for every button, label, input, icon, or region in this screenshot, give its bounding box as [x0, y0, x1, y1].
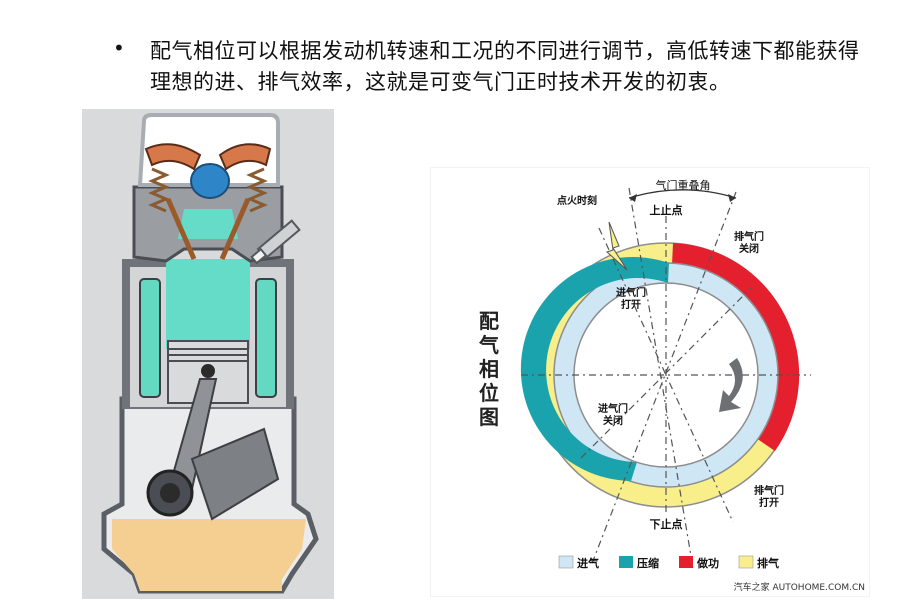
label-intake-close-2: 关闭 — [603, 414, 623, 427]
legend-label: 进气 — [577, 556, 599, 570]
legend-swatch-exhaust — [738, 555, 754, 569]
diagram-vertical-title: 配 气 相 位 图 — [478, 309, 499, 429]
bullet-point: • — [113, 36, 125, 60]
title-char: 图 — [479, 405, 499, 429]
legend-swatch-intake — [558, 555, 574, 569]
label-exhaust-close-2: 关闭 — [739, 242, 759, 255]
slide-text: 配气相位可以根据发动机转速和工况的不同进行调节，高低转速下都能获得理想的进、排气… — [150, 39, 860, 94]
label-exhaust-close: 排气门 — [734, 230, 764, 243]
label-intake-close: 进气门 — [598, 402, 628, 415]
label-exhaust-open-2: 打开 — [759, 496, 779, 509]
title-char: 相 — [479, 357, 499, 381]
label-tdc: 上止点 — [650, 203, 683, 217]
legend-swatch-power — [679, 556, 693, 568]
label-ignition: 点火时刻 — [557, 194, 597, 207]
legend-swatch-compression — [619, 556, 633, 568]
overlap-angle-arc — [628, 189, 737, 199]
title-char: 配 — [479, 309, 499, 333]
ignition-bolt-icon — [606, 221, 628, 271]
rotation-arrow-icon — [719, 358, 743, 412]
label-exhaust-open: 排气门 — [754, 484, 784, 497]
title-char: 气 — [478, 333, 499, 357]
valve-timing-diagram: 配 气 相 位 图 — [431, 168, 869, 596]
engine-cutaway-image — [101, 113, 319, 594]
label-bdc: 下止点 — [650, 517, 683, 531]
legend: 进气 压缩 做功 排气 — [558, 555, 779, 570]
label-intake-open: 进气门 — [616, 286, 646, 299]
legend-label: 做功 — [696, 556, 719, 570]
timing-axis-lines — [521, 187, 811, 569]
label-intake-open-2: 打开 — [621, 298, 641, 311]
legend-label: 排气 — [757, 556, 779, 570]
engine-illustration — [82, 109, 334, 599]
title-char: 位 — [479, 381, 499, 405]
legend-label: 压缩 — [637, 556, 659, 570]
label-overlap: 气门重叠角 — [656, 178, 711, 192]
watermark: 汽车之家 AUTOHOME.COM.CN — [734, 581, 865, 593]
